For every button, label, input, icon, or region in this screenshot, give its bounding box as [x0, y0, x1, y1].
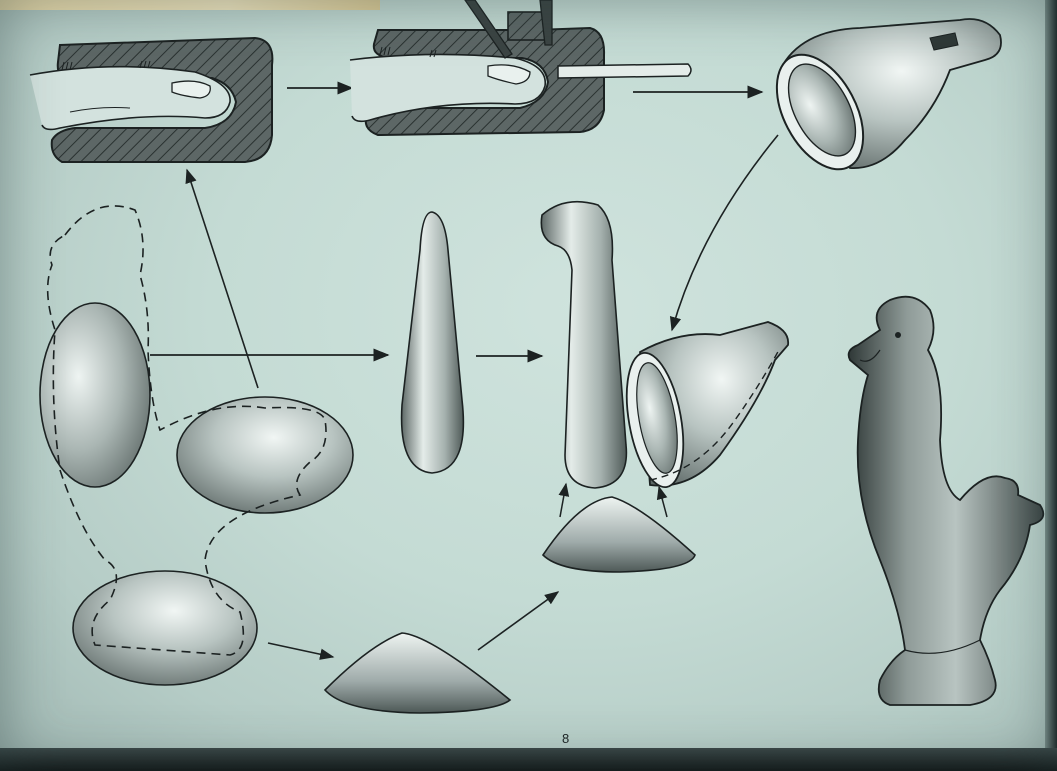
arrow-lump-to-base [268, 643, 333, 657]
page-number: 8 [562, 731, 569, 746]
assembled-whistle-body [618, 322, 789, 491]
finger-press-section-2 [350, 0, 691, 135]
arrow-cup-to-assembly [672, 135, 778, 330]
hollow-whistle-body [759, 19, 1001, 184]
clay-elongated-cone [402, 212, 464, 473]
clay-lump-middle [177, 397, 353, 513]
arrow-lower-base-to-upper [478, 592, 558, 650]
arrow-base-to-neck [560, 484, 566, 517]
clay-cone-base-lower [325, 633, 510, 713]
book-edge-right [1045, 0, 1057, 771]
clay-cone-base-upper [543, 497, 695, 572]
clay-bent-neck [541, 202, 626, 488]
arrow-base-to-body [659, 487, 667, 517]
book-edge-bottom [0, 748, 1057, 771]
clay-lump-tall [40, 303, 150, 487]
clay-lump-bottom [73, 571, 257, 685]
finger-press-section-1 [30, 38, 272, 162]
finished-rooster-whistle [849, 297, 1044, 705]
